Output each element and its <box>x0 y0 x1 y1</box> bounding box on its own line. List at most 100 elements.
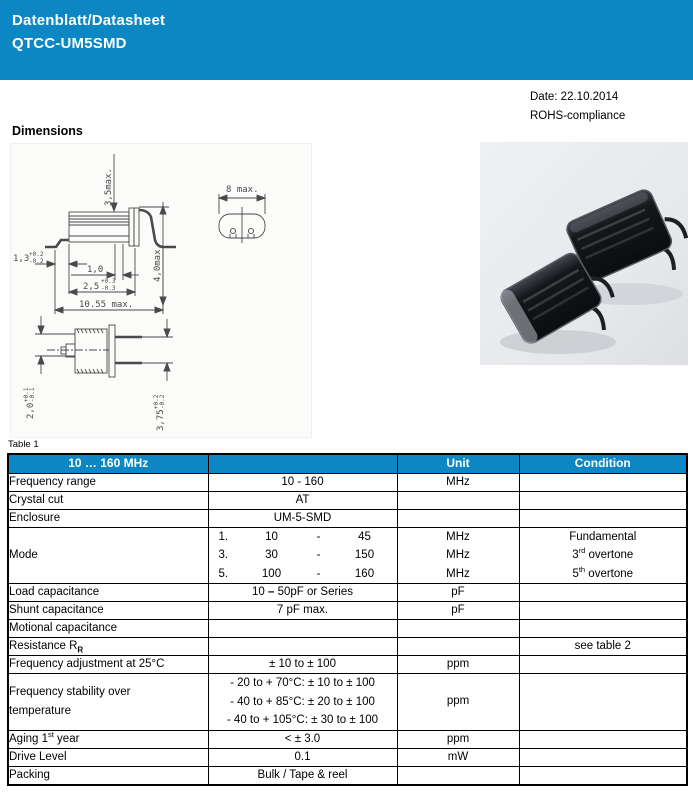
row-motional-capacitance: Motional capacitance <box>7 619 688 638</box>
row-packing: Packing Bulk / Tape & reel <box>7 765 688 785</box>
row-condition <box>518 673 688 731</box>
row-condition: Fundamental 3rd overtone 5th overtone <box>518 526 688 584</box>
mode-line: 1. 10 - 45 <box>218 530 371 543</box>
row-value: AT <box>207 490 398 510</box>
dim-offset-label: 2,5 <box>83 282 99 292</box>
row-condition <box>518 729 688 749</box>
row-condition <box>518 490 688 510</box>
dim-front-body-label: 2,0 <box>26 403 36 419</box>
spec-table: 10 … 160 MHz Unit Condition Frequency ra… <box>7 453 688 786</box>
row-value: 10 - 160 <box>207 472 398 492</box>
row-unit <box>396 765 520 785</box>
mode-conditions: Fundamental 3rd overtone 5th overtone <box>569 530 637 580</box>
row-label: Motional capacitance <box>7 619 209 638</box>
row-condition <box>518 583 688 602</box>
row-value: ± 10 to ± 100 <box>207 655 398 674</box>
row-value: 1. 10 - 45 3. 30 - 150 5. 100 - 160 <box>207 526 398 584</box>
row-frequency-range: Frequency range 10 - 160 MHz <box>7 472 688 492</box>
row-label: Drive Level <box>7 747 209 767</box>
top-view <box>217 194 267 243</box>
dim-foot-label: 1,3 <box>13 254 29 264</box>
dimensions-heading: Dimensions <box>12 124 83 138</box>
row-value: 10 – 50pF or Series <box>207 583 398 602</box>
document-title: Datenblatt/Datasheet <box>12 12 166 29</box>
dim-lead-spacing-tol-minus: -0.2 <box>159 394 166 409</box>
row-label: Frequency range <box>7 472 209 492</box>
row-value <box>207 619 398 638</box>
row-crystal-cut: Crystal cut AT <box>7 490 688 510</box>
row-condition <box>518 601 688 620</box>
row-aging: Aging 1st year < ± 3.0 ppm <box>7 729 688 749</box>
row-condition <box>518 655 688 674</box>
row-label: Mode <box>7 526 209 584</box>
part-number-title: QTCC-UM5SMD <box>12 35 127 52</box>
row-label: Enclosure <box>7 508 209 528</box>
dim-overall-length-label: 10.55 max. <box>79 300 133 310</box>
row-drive-level: Drive Level 0.1 mW <box>7 747 688 767</box>
row-condition <box>518 765 688 785</box>
row-frequency-stability: Frequency stability over temperature - 2… <box>7 673 688 731</box>
dim-front-body-label-group: 2,0 +0.1 -0.1 <box>23 387 36 419</box>
row-condition <box>518 472 688 492</box>
product-photo <box>480 142 689 365</box>
row-unit <box>396 490 520 510</box>
rohs-text: ROHS-compliance <box>530 110 626 122</box>
row-label: Shunt capacitance <box>7 601 209 620</box>
row-label: Load capacitance <box>7 583 209 602</box>
mode-line: 3. 30 - 150 <box>218 549 375 561</box>
row-mode: Mode 1. 10 - 45 3. 30 - 150 5. 100 - <box>7 526 688 584</box>
row-value <box>207 637 398 656</box>
row-condition: see table 2 <box>518 637 688 656</box>
mode-units: MHz MHz MHz <box>446 530 470 580</box>
row-unit <box>396 637 520 656</box>
row-unit <box>396 508 520 528</box>
row-frequency-adjustment: Frequency adjustment at 25°C ± 10 to ± 1… <box>7 655 688 674</box>
row-condition <box>518 508 688 528</box>
row-unit: mW <box>396 747 520 767</box>
row-value: - 20 to + 70°C: ± 10 to ± 100 - 40 to + … <box>207 673 398 731</box>
row-shunt-capacitance: Shunt capacitance 7 pF max. pF <box>7 601 688 620</box>
side-view <box>35 154 176 314</box>
row-value: 7 pF max. <box>207 601 398 620</box>
row-unit <box>396 619 520 638</box>
row-unit: ppm <box>396 673 520 731</box>
dim-side-height-label: 3,5max. <box>104 168 114 206</box>
dim-front-body-tol-plus: +0.1 <box>23 387 30 402</box>
dimension-drawing: 3,5max. 4,0max. 8 max. 1,3 +0.2 -0.2 1,0… <box>10 143 312 438</box>
spec-table-header-row: 10 … 160 MHz Unit Condition <box>7 453 688 474</box>
row-condition <box>518 747 688 767</box>
row-label: Crystal cut <box>7 490 209 510</box>
row-condition <box>518 619 688 638</box>
row-label: Packing <box>7 765 209 785</box>
dim-offset-tol-plus: +0.3 <box>101 278 116 285</box>
title-banner: Datenblatt/Datasheet QTCC-UM5SMD <box>0 0 693 80</box>
dim-front-body-tol-minus: -0.1 <box>29 387 36 402</box>
crystal-back <box>566 189 689 281</box>
front-view <box>35 316 173 381</box>
dim-foot-tol-plus: +0.2 <box>29 251 44 258</box>
header-title-cell: 10 … 160 MHz <box>7 453 209 474</box>
header-empty-cell <box>207 453 398 474</box>
row-value: < ± 3.0 <box>207 729 398 749</box>
row-load-capacitance: Load capacitance 10 – 50pF or Series pF <box>7 583 688 602</box>
dimension-drawing-svg: 3,5max. 4,0max. 8 max. 1,3 +0.2 -0.2 1,0… <box>13 154 267 431</box>
table-caption: Table 1 <box>8 439 39 450</box>
date-text: Date: 22.10.2014 <box>530 91 619 103</box>
row-enclosure: Enclosure UM-5-SMD <box>7 508 688 528</box>
header-condition-cell: Condition <box>518 453 688 474</box>
dim-overall-height-label: 4,0max. <box>153 244 163 282</box>
dim-lead-spacing-tol-plus: +0.2 <box>153 394 160 409</box>
dim-lead-spacing-label-group: 3,75 +0.2 -0.2 <box>153 394 166 431</box>
mode-line: 5. 100 - 160 <box>218 567 375 580</box>
dim-lead-spacing-label: 3,75 <box>156 409 166 431</box>
dim-top-width-label: 8 max. <box>226 185 259 195</box>
document-meta: Date: 22.10.2014 ROHS-compliance <box>530 88 625 126</box>
row-unit: ppm <box>396 729 520 749</box>
row-resistance: Resistance RR see table 2 <box>7 637 688 656</box>
product-photo-svg <box>480 142 689 365</box>
dim-foot-tol-minus: -0.2 <box>29 258 44 265</box>
row-label: Frequency stability over temperature <box>7 673 209 731</box>
crystal-front <box>500 252 615 344</box>
shadow-front <box>500 330 616 354</box>
header-unit-cell: Unit <box>396 453 520 474</box>
